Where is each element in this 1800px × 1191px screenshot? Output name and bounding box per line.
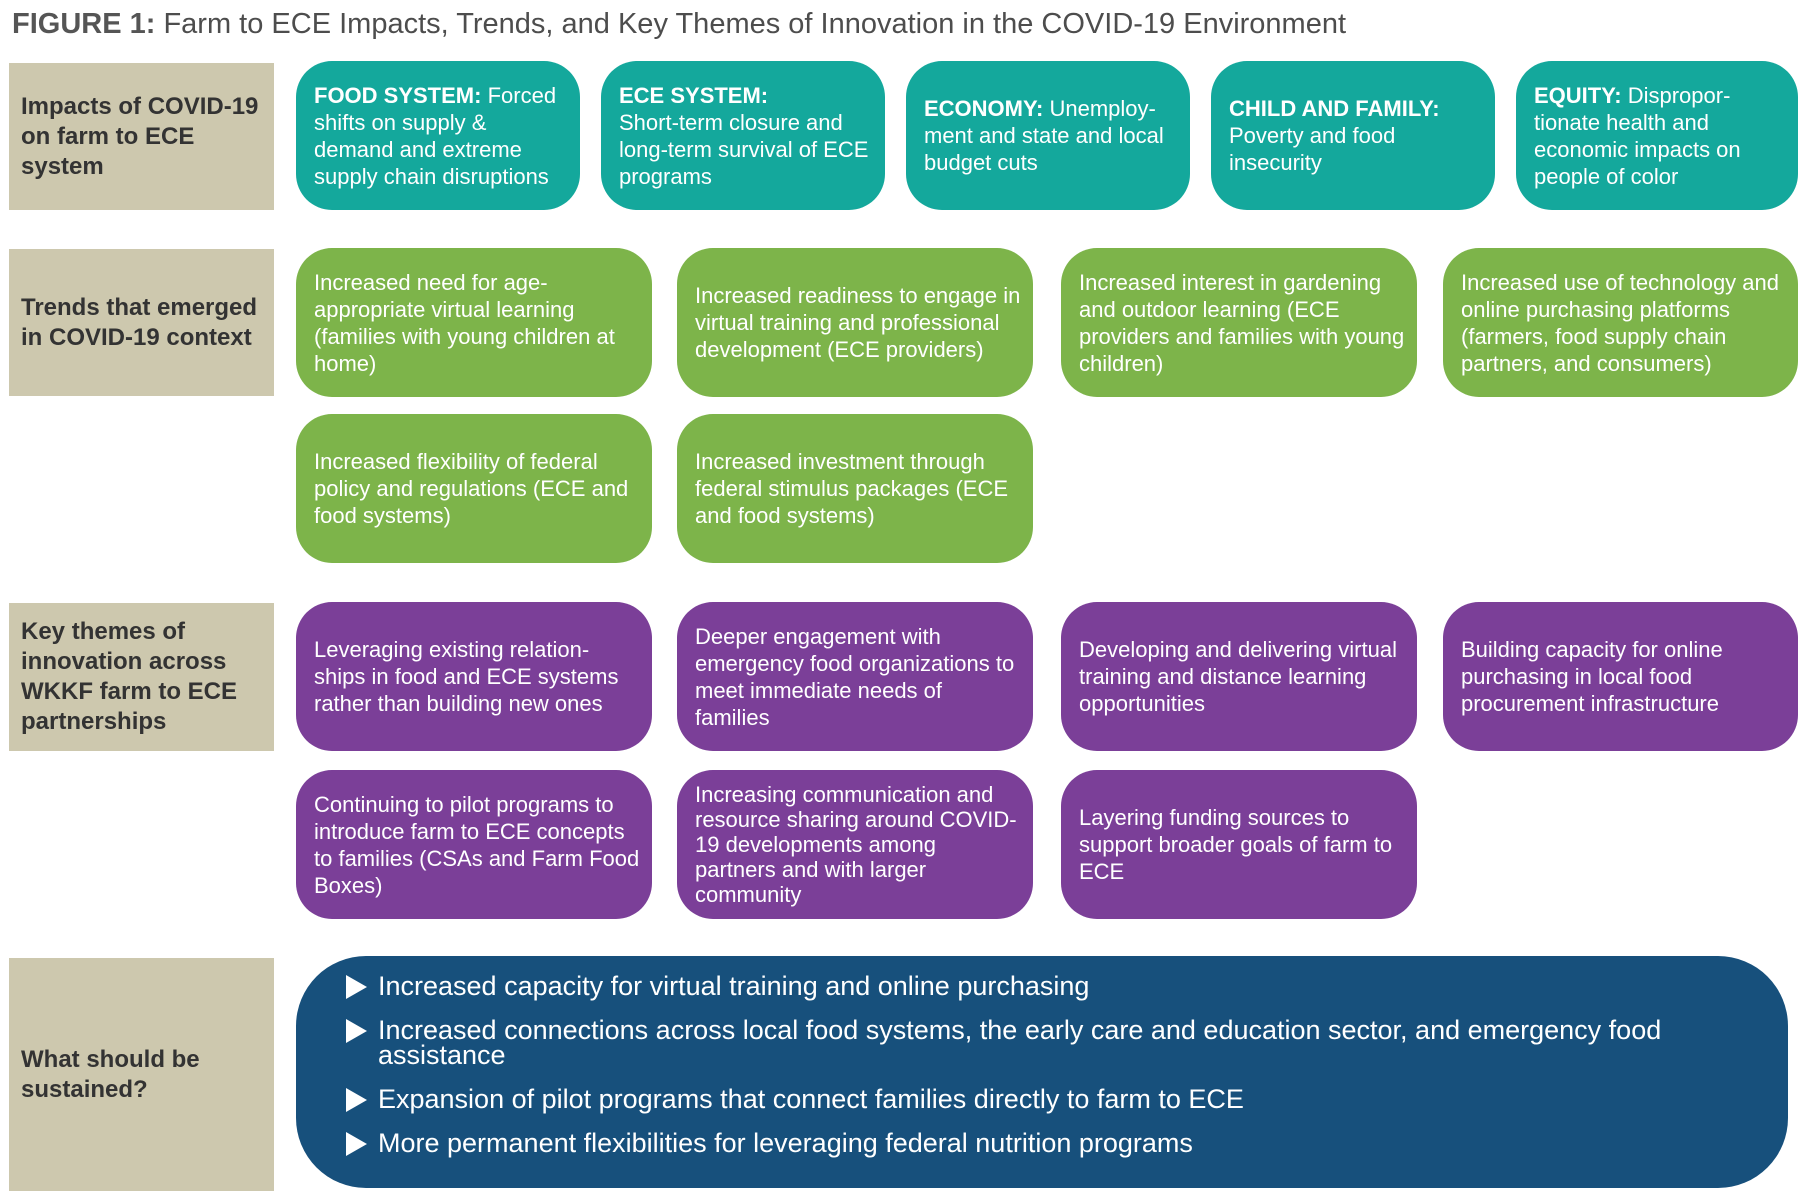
theme-box: Deeper engagement with emergency food or… <box>677 602 1033 751</box>
row-label-trends: Trends that emerged in COVID-19 context <box>9 249 274 396</box>
impact-text: Unemploy-ment and state and local budget… <box>924 96 1164 175</box>
row-label-trends-text: Trends that emerged in COVID-19 context <box>21 293 258 351</box>
row-label-impacts: Impacts of COVID-19 on farm to ECE syste… <box>9 63 274 210</box>
row-label-sustain: What should be sustained? <box>9 958 274 1191</box>
theme-box: Building capacity for online purchasing … <box>1443 602 1798 751</box>
trend-text: Increased need for age-appropriate virtu… <box>314 269 615 376</box>
theme-text: Layering funding sources to support broa… <box>1079 805 1393 884</box>
trend-text: Increased use of technology and online p… <box>1461 269 1780 376</box>
row-label-themes: Key themes of innovation across WKKF far… <box>9 603 274 751</box>
row-label-themes-text: Key themes of innovation across WKKF far… <box>21 618 237 735</box>
trend-box: Increased use of technology and online p… <box>1443 248 1798 397</box>
sustain-box: Increased capacity for virtual training … <box>296 956 1788 1188</box>
impact-box-ece-system: ECE SYSTEM:Short-term closure and long-t… <box>601 61 885 210</box>
row-label-sustain-text: What should be sustained? <box>21 1045 200 1103</box>
figure-title: FIGURE 1: Farm to ECE Impacts, Trends, a… <box>12 4 1346 44</box>
sustain-item: Increased connections across local food … <box>346 1015 1748 1070</box>
theme-text: Deeper engagement with emergency food or… <box>695 623 1015 730</box>
impact-text: Forced shifts on supply & demand and ext… <box>314 82 557 189</box>
figure-title-text: Farm to ECE Impacts, Trends, and Key The… <box>163 8 1347 40</box>
impact-lead: ECE SYSTEM: <box>619 82 769 108</box>
sustain-item-text: Increased capacity for virtual training … <box>378 971 1090 1001</box>
impact-text: Poverty and food insecurity <box>1229 123 1396 175</box>
impact-lead: FOOD SYSTEM: <box>314 82 482 108</box>
theme-text: Developing and delivering virtual traini… <box>1079 637 1397 716</box>
impact-text: Short-term closure and long-term surviva… <box>619 109 869 189</box>
triangle-right-icon <box>346 1088 367 1112</box>
trend-box: Increased interest in gardening and outd… <box>1061 248 1417 397</box>
impact-box-child-family: CHILD AND FAMILY:Poverty and food insecu… <box>1211 61 1495 210</box>
triangle-right-icon <box>346 1132 367 1156</box>
sustain-item: Expansion of pilot programs that connect… <box>346 1084 1748 1114</box>
impact-box-economy: ECONOMY: Unemploy-ment and state and loc… <box>906 61 1190 210</box>
sustain-item-text: Increased connections across local food … <box>378 1015 1662 1070</box>
row-label-impacts-text: Impacts of COVID-19 on farm to ECE syste… <box>21 92 259 180</box>
trend-text: Increased readiness to engage in virtual… <box>695 283 1021 362</box>
theme-text: Continuing to pilot programs to introduc… <box>314 791 640 898</box>
trend-box: Increased flexibility of federal policy … <box>296 414 652 563</box>
impact-box-food-system: FOOD SYSTEM: Forced shifts on supply & d… <box>296 61 580 210</box>
sustain-item-text: More permanent flexibilities for leverag… <box>378 1128 1193 1158</box>
sustain-item: More permanent flexibilities for leverag… <box>346 1128 1748 1158</box>
impact-lead: CHILD AND FAMILY: <box>1229 96 1440 121</box>
theme-box: Leveraging existing relation-ships in fo… <box>296 602 652 751</box>
sustain-item-text: Expansion of pilot programs that connect… <box>378 1084 1244 1114</box>
sustain-item: Increased capacity for virtual training … <box>346 971 1748 1001</box>
trend-box: Increased need for age-appropriate virtu… <box>296 248 652 397</box>
triangle-right-icon <box>346 975 367 999</box>
trend-box: Increased readiness to engage in virtual… <box>677 248 1033 397</box>
theme-box: Layering funding sources to support broa… <box>1061 770 1417 919</box>
trend-text: Increased flexibility of federal policy … <box>314 449 629 528</box>
impact-lead: EQUITY: <box>1534 82 1622 108</box>
impact-text: Dispropor-tionate health and economic im… <box>1534 82 1741 189</box>
theme-text: Leveraging existing relation-ships in fo… <box>314 637 619 716</box>
trend-text: Increased interest in gardening and outd… <box>1079 269 1405 376</box>
impact-lead: ECONOMY: <box>924 96 1044 121</box>
impact-box-equity: EQUITY: Dispropor-tionate health and eco… <box>1516 61 1798 210</box>
triangle-right-icon <box>346 1019 367 1043</box>
sustain-list: Increased capacity for virtual training … <box>346 971 1748 1158</box>
figure-label: FIGURE 1: <box>12 8 156 40</box>
theme-text: Increasing communication and resource sh… <box>695 782 1017 907</box>
trend-text: Increased investment through federal sti… <box>695 449 1009 528</box>
theme-box: Continuing to pilot programs to introduc… <box>296 770 652 919</box>
trend-box: Increased investment through federal sti… <box>677 414 1033 563</box>
theme-box: Developing and delivering virtual traini… <box>1061 602 1417 751</box>
theme-text: Building capacity for online purchasing … <box>1461 637 1723 716</box>
theme-box: Increasing communication and resource sh… <box>677 770 1033 919</box>
